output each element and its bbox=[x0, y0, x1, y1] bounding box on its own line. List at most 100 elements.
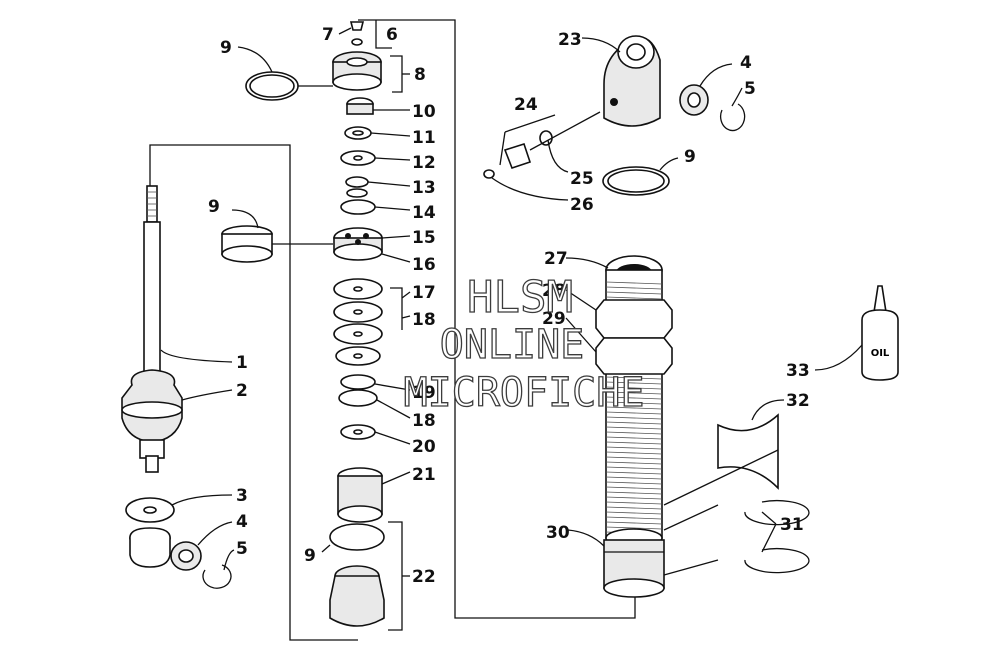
thread-line bbox=[605, 286, 663, 290]
thread-line bbox=[605, 441, 663, 445]
callout-3: 3 bbox=[236, 486, 248, 506]
thread-line bbox=[605, 481, 663, 485]
callout-17: 17 bbox=[412, 283, 436, 303]
callout-28: 28 bbox=[542, 281, 566, 301]
callout-15: 15 bbox=[412, 228, 436, 248]
watermark-line-1: HLSM bbox=[467, 272, 573, 323]
callout-27: 27 bbox=[544, 249, 568, 269]
thread-line bbox=[605, 476, 663, 480]
oil-bottle-part-33: OIL bbox=[861, 285, 899, 381]
callout-21: 21 bbox=[412, 465, 436, 485]
thread-line bbox=[605, 431, 663, 435]
thread-line bbox=[605, 521, 663, 525]
callout-7: 7 bbox=[322, 25, 334, 45]
callout-29: 29 bbox=[542, 309, 566, 329]
thread-line bbox=[605, 451, 663, 455]
thread-line bbox=[605, 511, 663, 515]
callout-23: 23 bbox=[558, 30, 582, 50]
shaft-part-1 bbox=[143, 185, 161, 378]
callout-24: 24 bbox=[514, 95, 538, 115]
thread-line bbox=[605, 491, 663, 495]
thread-line bbox=[605, 291, 663, 295]
watermark-line-2: ONLINE bbox=[440, 322, 585, 368]
thread-line bbox=[605, 391, 663, 395]
callout-9a: 9 bbox=[220, 38, 232, 58]
center-stack bbox=[329, 21, 385, 627]
callout-18a: 18 bbox=[412, 310, 436, 330]
bushing-part-4-left bbox=[170, 541, 202, 571]
thread-line bbox=[605, 456, 663, 460]
bushing-part-4-right bbox=[679, 84, 709, 116]
callout-33: 33 bbox=[786, 361, 810, 381]
bump-stop-part-3 bbox=[125, 497, 175, 568]
callout-4b: 4 bbox=[740, 53, 752, 73]
callout-6: 6 bbox=[386, 25, 398, 45]
callout-32: 32 bbox=[786, 391, 810, 411]
callout-16: 16 bbox=[412, 255, 436, 275]
thread-line bbox=[605, 471, 663, 475]
callout-1: 1 bbox=[236, 353, 248, 373]
callout-9c: 9 bbox=[304, 546, 316, 566]
thread-line bbox=[605, 461, 663, 465]
watermark: HLSM ONLINE MICROFICHE bbox=[403, 271, 645, 416]
callout-9d: 9 bbox=[684, 147, 696, 167]
spring-guard-part-32 bbox=[717, 413, 779, 490]
thread-line bbox=[605, 386, 663, 390]
callout-12: 12 bbox=[412, 153, 436, 173]
callout-10: 10 bbox=[412, 102, 436, 122]
callout-labels: 1 2 3 4 5 6 7 8 9 9 9 9 10 11 12 13 14 1… bbox=[208, 25, 810, 587]
clips-part-31 bbox=[744, 499, 810, 574]
thread-line bbox=[605, 436, 663, 440]
thread-line bbox=[605, 526, 663, 530]
callout-26: 26 bbox=[570, 195, 594, 215]
callout-19: 19 bbox=[412, 383, 436, 403]
thread-line bbox=[605, 486, 663, 490]
oil-bottle-label: OIL bbox=[871, 348, 890, 359]
thread-line bbox=[605, 376, 663, 380]
thread-line bbox=[605, 446, 663, 450]
callout-25: 25 bbox=[570, 169, 594, 189]
callout-4: 4 bbox=[236, 512, 248, 532]
seal-band-part-9 bbox=[221, 225, 273, 263]
thread-line bbox=[605, 296, 663, 300]
thread-line bbox=[605, 506, 663, 510]
callout-11: 11 bbox=[412, 128, 436, 148]
eye-mount-part-23 bbox=[603, 35, 661, 127]
thread-line bbox=[605, 416, 663, 420]
thread-line bbox=[605, 396, 663, 400]
thread-line bbox=[605, 466, 663, 470]
callout-20: 20 bbox=[412, 437, 436, 457]
thread-line bbox=[605, 381, 663, 385]
thread-line bbox=[605, 401, 663, 405]
callout-30: 30 bbox=[546, 523, 570, 543]
spring-adjuster-nuts-part-28-29 bbox=[595, 299, 673, 375]
thread-line bbox=[605, 501, 663, 505]
callout-14: 14 bbox=[412, 203, 436, 223]
callout-9b: 9 bbox=[208, 197, 220, 217]
thread-line bbox=[605, 406, 663, 410]
valve-parts-24-26 bbox=[483, 111, 601, 179]
callout-8: 8 bbox=[414, 65, 426, 85]
callout-5: 5 bbox=[236, 539, 248, 559]
thread-line bbox=[605, 281, 663, 285]
leader-lines bbox=[160, 27, 863, 576]
clip-part-5-right bbox=[719, 103, 746, 132]
callout-22: 22 bbox=[412, 567, 436, 587]
callout-13: 13 bbox=[412, 178, 436, 198]
thread-line bbox=[605, 496, 663, 500]
assembly-brackets bbox=[149, 19, 636, 641]
o-ring-part-9 bbox=[245, 71, 299, 101]
callout-2: 2 bbox=[236, 381, 248, 401]
o-ring-part-9-right bbox=[602, 166, 670, 196]
thread-line bbox=[605, 421, 663, 425]
thread-line bbox=[605, 516, 663, 520]
watermark-line-3: MICROFICHE bbox=[404, 370, 645, 416]
clip-part-5-left bbox=[202, 564, 232, 589]
thread-line bbox=[605, 426, 663, 430]
callout-18b: 18 bbox=[412, 411, 436, 431]
thread-line bbox=[605, 411, 663, 415]
shaft-eye-part-2 bbox=[121, 369, 183, 473]
callout-31: 31 bbox=[780, 515, 804, 535]
callout-5b: 5 bbox=[744, 79, 756, 99]
